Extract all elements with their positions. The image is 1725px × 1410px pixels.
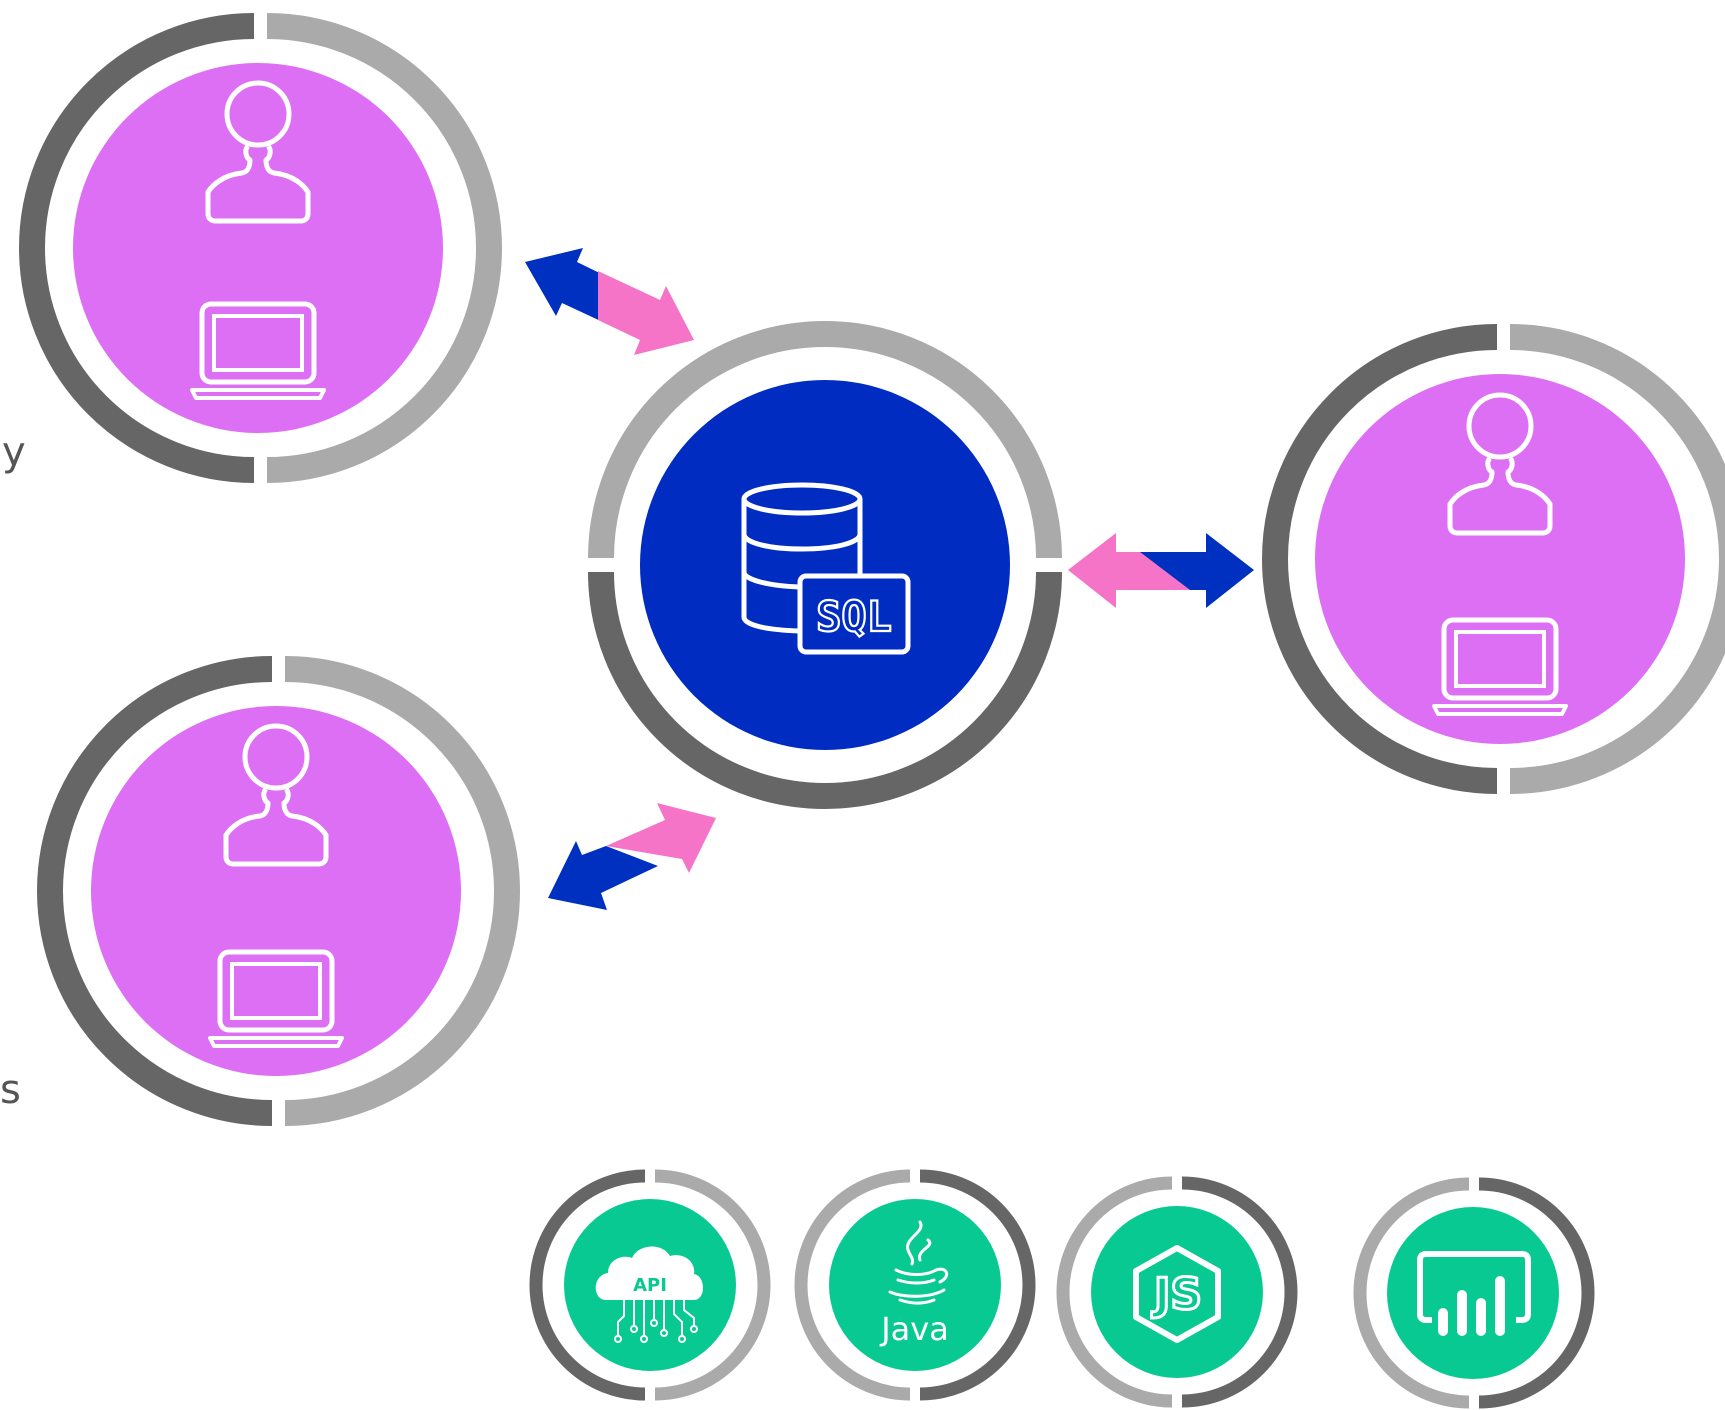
- client-node-top-left: [19, 13, 502, 483]
- sql-label: SQL: [816, 592, 892, 641]
- tech-node-java: Java: [794, 1169, 1036, 1401]
- arrow-top-left: [525, 248, 694, 355]
- cropped-text-upper: y: [2, 429, 26, 475]
- arrow-bottom-left: [548, 803, 716, 910]
- bar-chart-icon: [1417, 1251, 1531, 1336]
- arrow-right: [1068, 533, 1254, 608]
- tech-node-chart: [1353, 1177, 1595, 1409]
- nodejs-icon: JS: [1133, 1245, 1221, 1343]
- sql-badge-icon: SQL: [797, 573, 911, 655]
- java-icon: [888, 1220, 949, 1305]
- client-node-bottom-left: [37, 656, 520, 1126]
- cropped-text-lower: s: [0, 1067, 21, 1113]
- api-label: API: [633, 1275, 667, 1296]
- nodejs-label: JS: [1151, 1269, 1202, 1320]
- tech-node-api: API: [529, 1169, 771, 1401]
- database-node: SQL: [588, 321, 1062, 809]
- api-cloud-icon: API: [595, 1246, 703, 1343]
- tech-node-nodejs: JS: [1056, 1176, 1298, 1408]
- client-node-right: [1262, 324, 1725, 794]
- database-icon: [741, 482, 863, 634]
- java-label: Java: [879, 1310, 949, 1348]
